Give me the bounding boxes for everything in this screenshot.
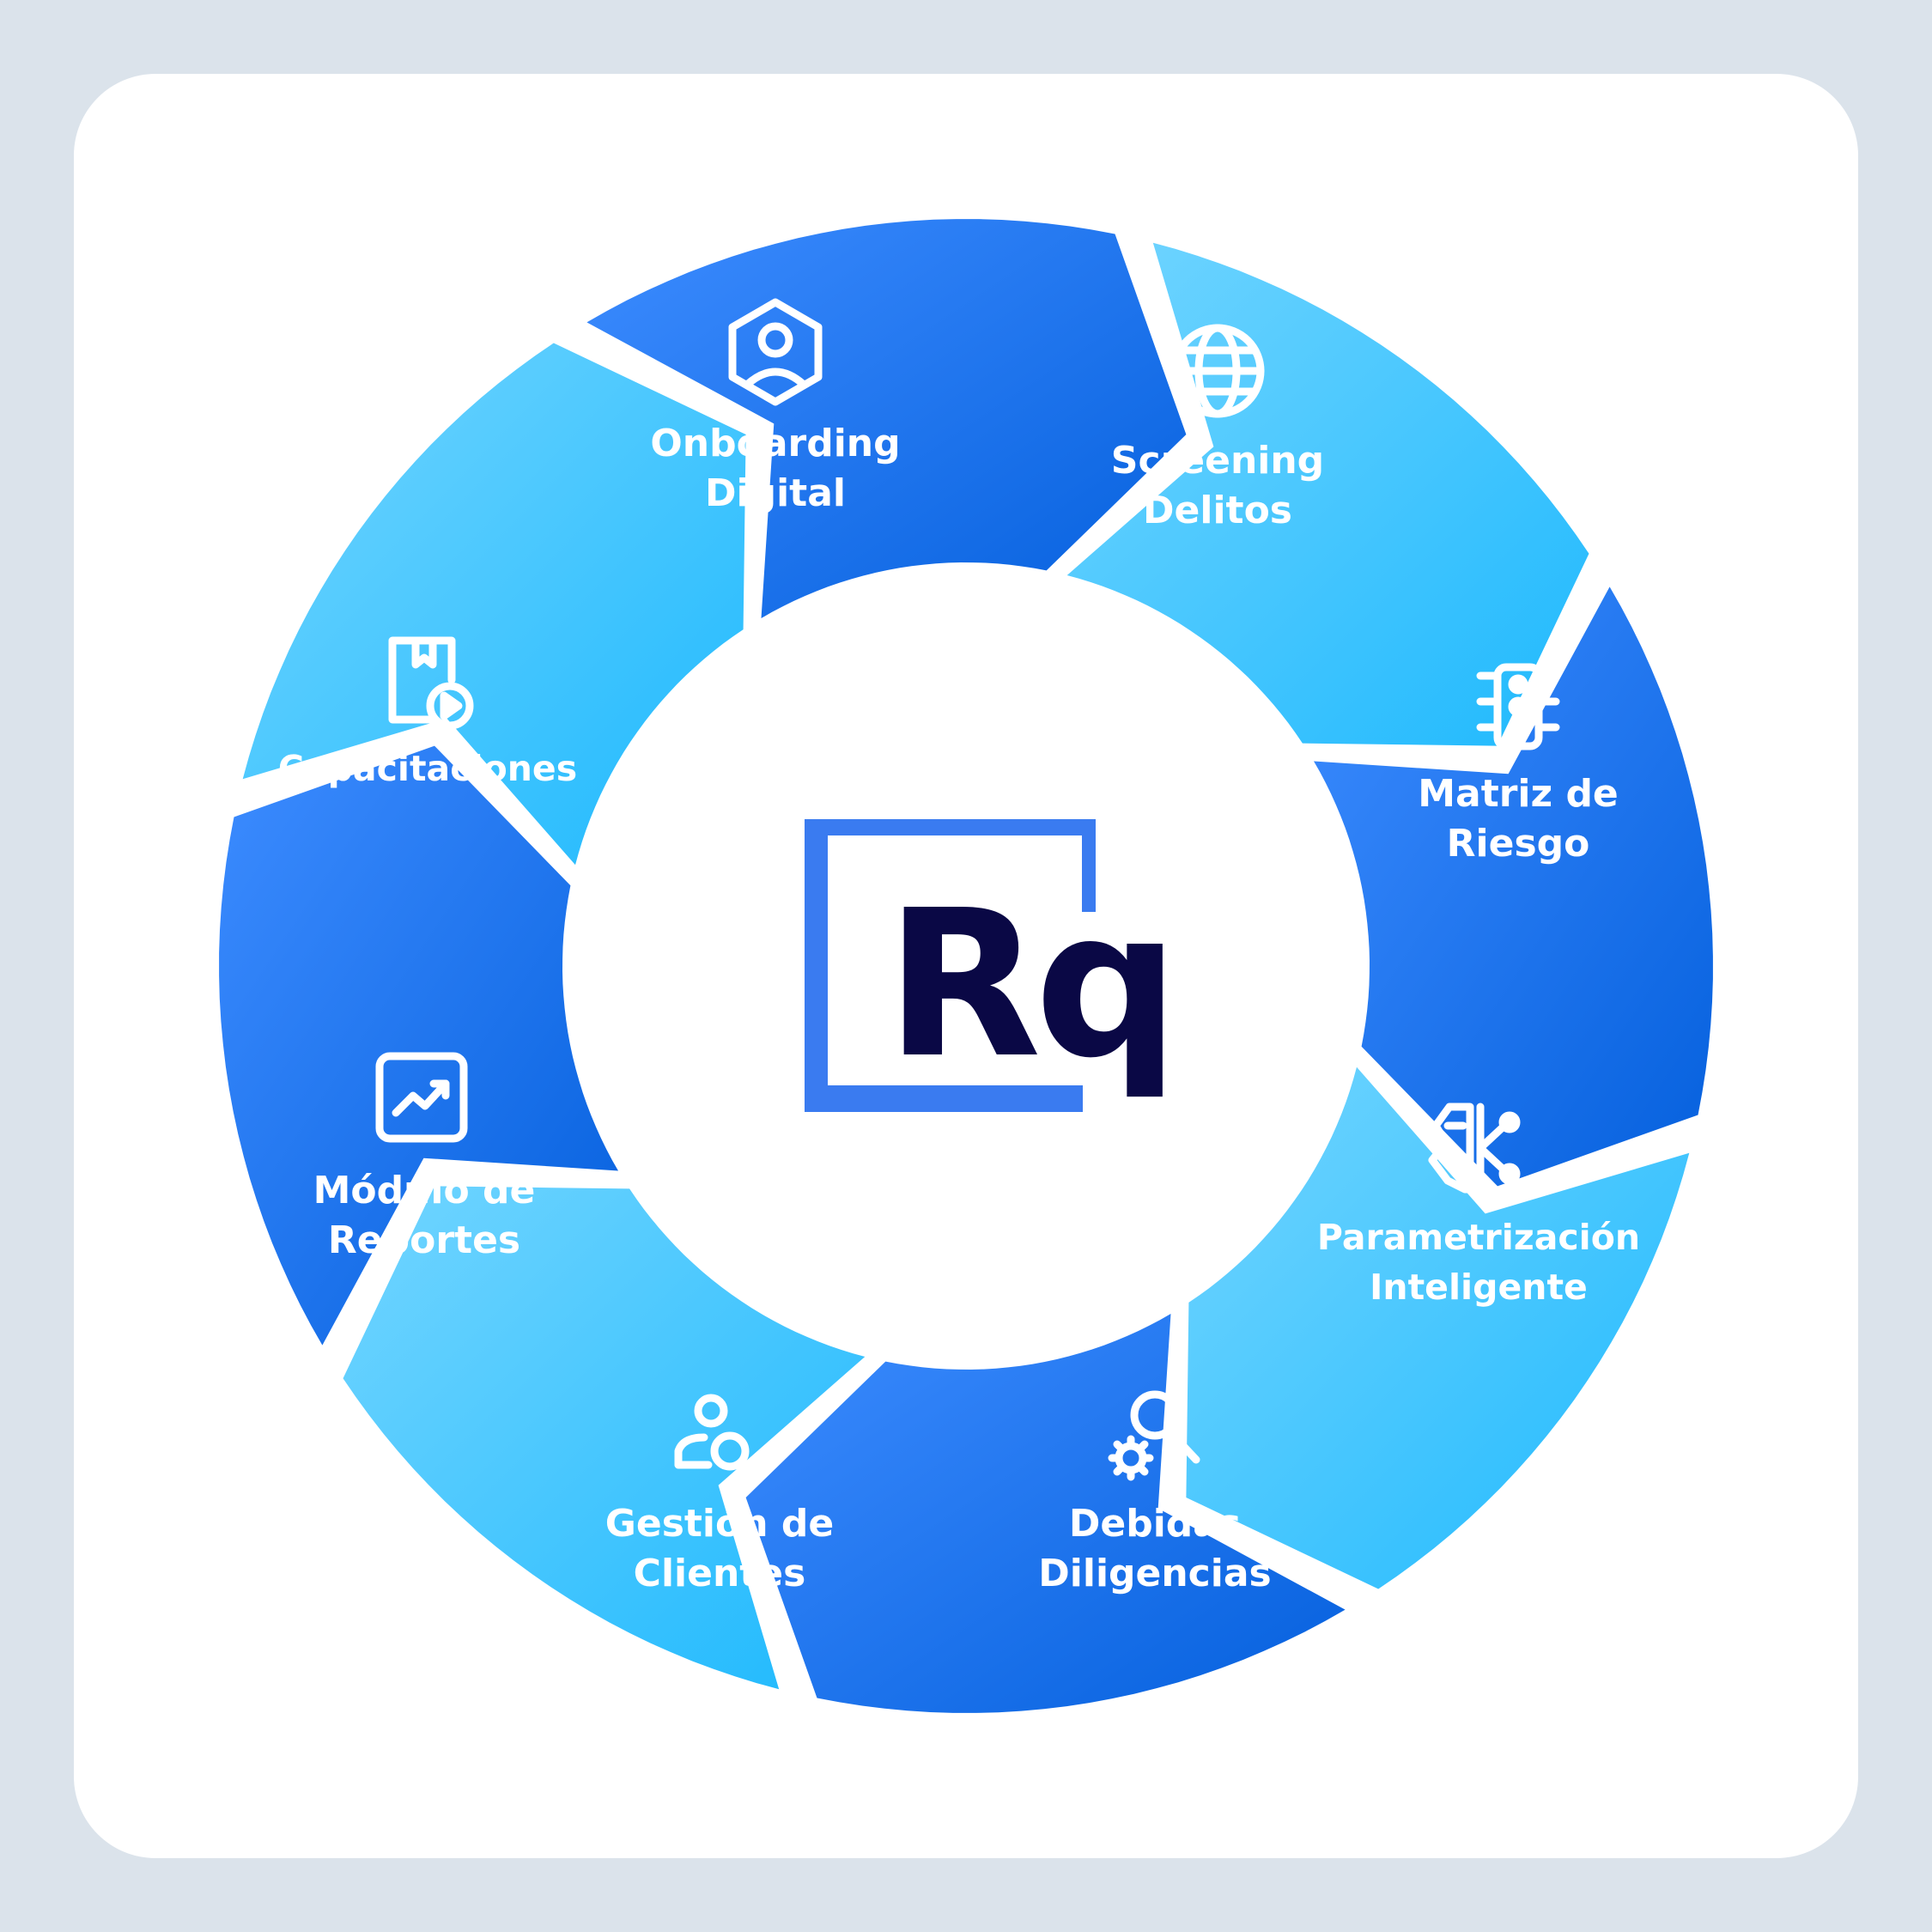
segment-label-line: Reportes: [327, 1218, 521, 1262]
globe-icon: [1170, 324, 1265, 418]
segment-label-line: Digital: [705, 471, 846, 515]
segment-label-line: Debidas: [1068, 1502, 1242, 1546]
wheel-icons: [375, 298, 1560, 1481]
ai-brain-icon: [1428, 1103, 1521, 1203]
segment-gestion: [343, 1186, 866, 1690]
wheel-segments: [219, 219, 1713, 1713]
segment-label-line: Clientes: [633, 1552, 806, 1595]
gear-search-icon: [1108, 1390, 1200, 1481]
segment-debidas: [745, 1314, 1346, 1713]
book-play-icon: [388, 636, 474, 730]
segment-label-line: Módulo de: [313, 1169, 536, 1212]
segment-reportes: [219, 745, 618, 1346]
segment-label-line: Delitos: [1143, 489, 1292, 532]
person-hexagon-icon: [728, 298, 823, 406]
traffic-light-icon: [1476, 663, 1560, 750]
company-logo: Rq: [805, 819, 1180, 1112]
segment-label-line: Screening: [1110, 439, 1325, 483]
segment-matriz: [1314, 586, 1713, 1187]
segment-label-line: Diligencias: [1038, 1552, 1272, 1595]
segment-label-line: Inteligente: [1370, 1267, 1588, 1308]
segment-label-capacitaciones: Capacitaciones: [230, 744, 625, 793]
segment-onboarding: [586, 219, 1187, 618]
segment-label-matriz: Matriz de Riesgo: [1338, 769, 1698, 869]
trend-chart-icon: [375, 1052, 468, 1143]
segment-capacitaciones: [242, 343, 746, 866]
segment-label-gestion: Gestión de Clientes: [539, 1499, 900, 1599]
segment-label-line: Riesgo: [1446, 822, 1590, 866]
segment-label-line: Onboarding: [650, 422, 901, 465]
logo-text: Rq: [885, 866, 1173, 1103]
segment-label-line: Capacitaciones: [277, 748, 578, 789]
segment-parametrizacion: [1186, 1066, 1690, 1589]
segment-label-reportes: Módulo de Reportes: [244, 1166, 605, 1266]
segment-label-line: Parametrización: [1316, 1217, 1641, 1258]
segment-label-line: Matriz de: [1418, 772, 1619, 816]
segment-label-line: Gestión de: [605, 1502, 835, 1546]
user-search-icon: [674, 1394, 759, 1480]
